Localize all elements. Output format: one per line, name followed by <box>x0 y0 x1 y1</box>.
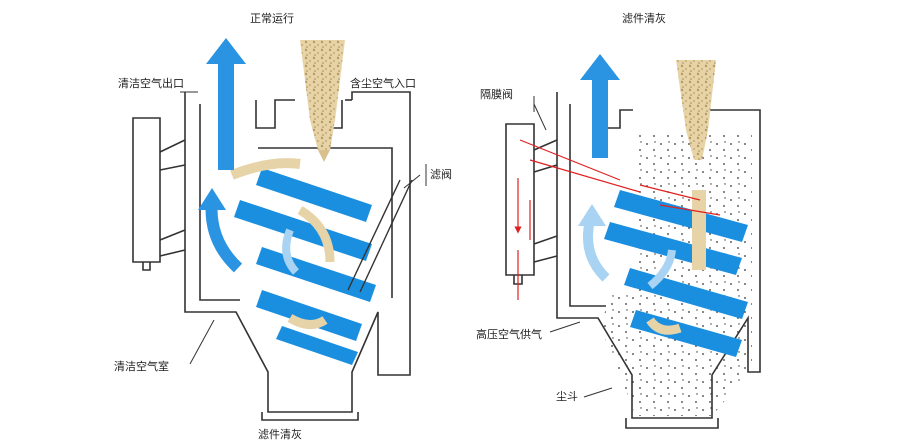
right-dust-hopper <box>600 134 752 416</box>
left-filter-valve-plates <box>347 179 413 293</box>
right-dust-stream <box>646 60 716 335</box>
left-filter-housing <box>184 91 411 421</box>
right-airflow-arrows <box>578 54 676 290</box>
label-dirty-air-inlet: 含尘空气入口 <box>350 77 416 90</box>
left-side-pipe <box>132 117 186 271</box>
label-filter-valve: 滤阀 <box>430 168 452 181</box>
label-diaphragm-valve: 隔膜阀 <box>480 88 513 101</box>
label-clean-air-outlet: 清洁空气出口 <box>118 77 184 90</box>
left-dust-stream <box>230 40 345 329</box>
label-dust-hopper: 尘斗 <box>556 390 578 403</box>
left-title: 正常运行 <box>250 12 294 25</box>
label-high-pressure-air: 高压空气供气 <box>476 328 542 341</box>
left-leader-lines <box>180 91 427 365</box>
label-clean-air-chamber: 清洁空气室 <box>114 360 169 373</box>
left-filter-elements <box>234 168 376 365</box>
left-airflow-arrows <box>198 38 300 275</box>
right-title: 滤件清灰 <box>622 12 666 25</box>
right-side-pipe <box>505 123 558 285</box>
right-leader-lines <box>533 96 613 398</box>
left-bottom-title: 滤件清灰 <box>258 428 302 441</box>
right-pulse-jets <box>514 139 721 300</box>
